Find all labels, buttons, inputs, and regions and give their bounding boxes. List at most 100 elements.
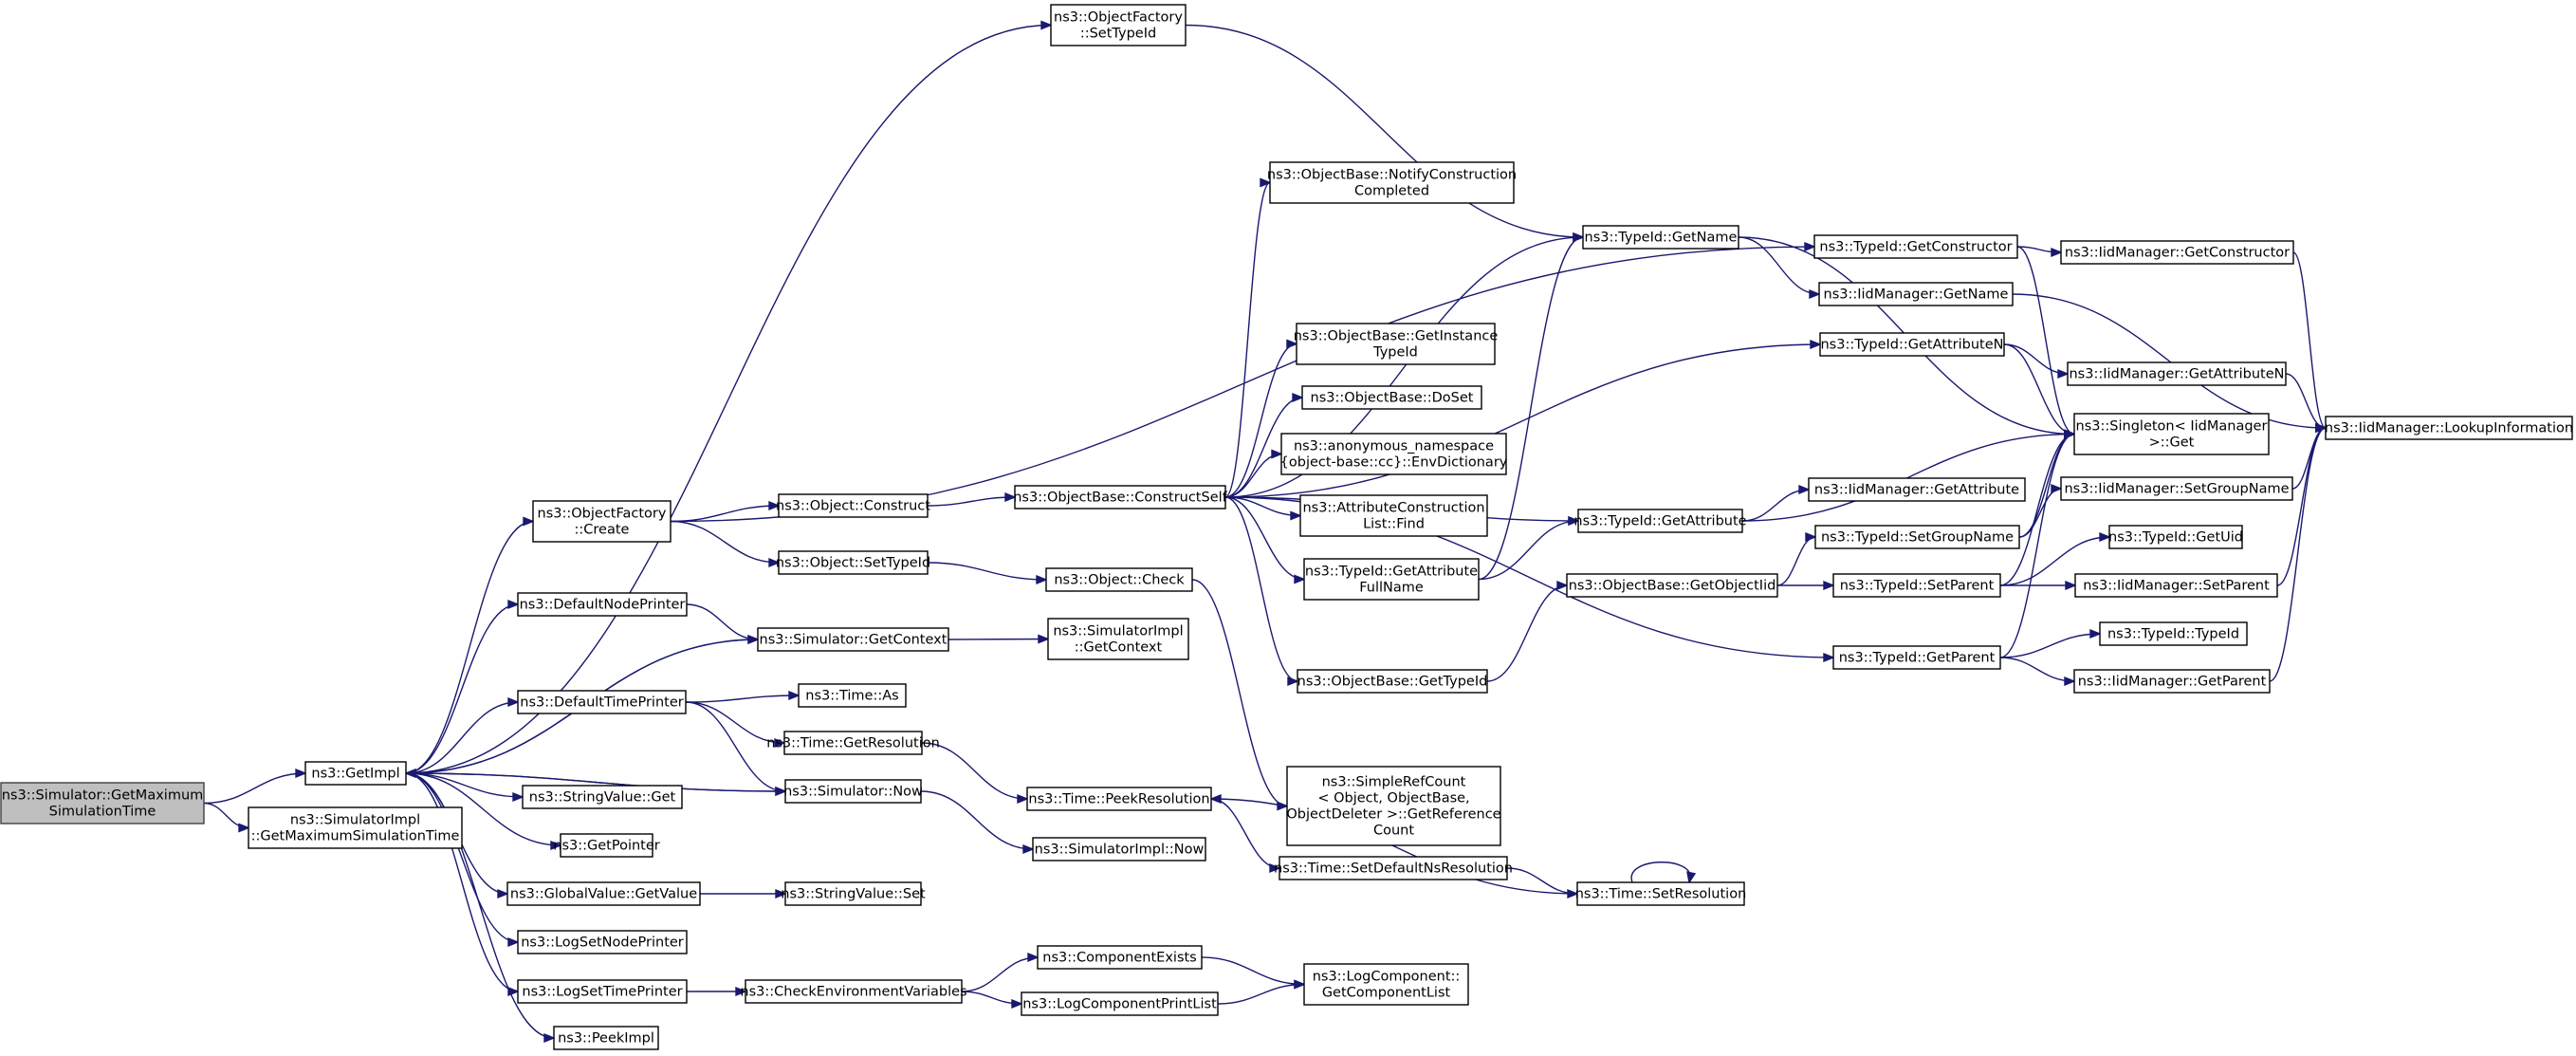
node-deftimeprinter[interactable]: ns3::DefaultTimePrinter: [517, 690, 687, 714]
node-label: ns3::SimulatorImpl: [1053, 624, 1183, 639]
edge-arrowhead: [1823, 652, 1835, 663]
node-box: [1045, 567, 1193, 592]
node-objbase-getobjectiid[interactable]: ns3::ObjectBase::GetObjectIid: [1566, 573, 1778, 598]
node-objbase-doset[interactable]: ns3::ObjectBase::DoSet: [1301, 385, 1482, 410]
node-box: [522, 785, 683, 809]
node-iidm-setgroupname[interactable]: ns3::IidManager::SetGroupName: [2060, 476, 2293, 501]
node-logcomp-getcomplist[interactable]: ns3::LogComponent::GetComponentList: [1303, 963, 1469, 1006]
node-typeid-getattribute[interactable]: ns3::TypeId::GetAttribute: [1573, 509, 1747, 533]
edge-arrowhead: [1573, 232, 1585, 243]
node-logsetnodeprinter[interactable]: ns3::LogSetNodePrinter: [517, 930, 688, 954]
edge-time-setresolution-to-time-peekresolution: [1209, 793, 1578, 895]
node-time-peekresolution[interactable]: ns3::Time::PeekResolution: [1026, 787, 1212, 811]
node-typeid-getattributen[interactable]: ns3::TypeId::GetAttributeN: [1819, 332, 2005, 357]
node-peekimpl[interactable]: ns3::PeekImpl: [553, 1026, 659, 1050]
node-iidm-setparent[interactable]: ns3::IidManager::SetParent: [2074, 573, 2278, 598]
edge-arrowhead: [2315, 422, 2328, 434]
node-typeid-typeid[interactable]: ns3::TypeId::TypeId: [2099, 621, 2248, 646]
node-sim-getcontext[interactable]: ns3::Simulator::GetContext: [757, 627, 949, 652]
edge-line: [405, 772, 561, 846]
node-label: ns3::AttributeConstruction: [1302, 501, 1484, 516]
edge-iidm-getattributen-to-iidm-lookupinfo: [2285, 373, 2328, 434]
node-stringvalue-get[interactable]: ns3::StringValue::Get: [522, 785, 683, 809]
edge-arrowhead: [1292, 392, 1304, 403]
edge-getimpl-to-stringvalue-get: [405, 772, 524, 803]
node-box: [1021, 991, 1219, 1016]
node-label: ns3::TypeId::GetConstructor: [1819, 240, 2012, 255]
edge-line: [405, 24, 1052, 774]
node-object-check[interactable]: ns3::Object::Check: [1045, 567, 1193, 592]
edge-typeid-setparent-to-singleton-get: [1999, 429, 2076, 586]
node-objbase-gettypeid[interactable]: ns3::ObjectBase::GetTypeId: [1297, 669, 1488, 694]
node-label: ns3::Time::As: [805, 689, 898, 704]
node-logcomponentprintlist[interactable]: ns3::LogComponentPrintList: [1021, 991, 1219, 1016]
node-globalvalue-getvalue[interactable]: ns3::GlobalValue::GetValue: [506, 881, 701, 906]
edge-componentexists-to-logcomp-getcomplist: [1201, 956, 1306, 990]
node-iidm-getattribute[interactable]: ns3::IidManager::GetAttribute: [1808, 477, 2026, 502]
node-iidm-getparent[interactable]: ns3::IidManager::GetParent: [2073, 669, 2271, 694]
node-stringvalue-set[interactable]: ns3::StringValue::Set: [781, 881, 926, 906]
node-time-setdefaultns[interactable]: ns3::Time::SetDefaultNsResolution: [1274, 856, 1513, 880]
node-iidm-lookupinfo[interactable]: ns3::IidManager::LookupInformation: [2325, 416, 2573, 440]
edge-objbase-constructself-to-objbase-gettypeid: [1224, 496, 1299, 687]
node-time-getresolution[interactable]: ns3::Time::GetResolution: [766, 731, 940, 755]
edge-sim-now-to-getimpl: [404, 768, 786, 792]
node-time-setresolution[interactable]: ns3::Time::SetResolution: [1575, 881, 1747, 906]
node-typeid-getname[interactable]: ns3::TypeId::GetName: [1582, 225, 1739, 250]
edge-arrowhead: [1810, 339, 1822, 350]
node-label: ns3::IidManager::LookupInformation: [2325, 421, 2573, 436]
node-typeid-setgroupname[interactable]: ns3::TypeId::SetGroupName: [1814, 525, 2020, 549]
node-logsettimeprinter[interactable]: ns3::LogSetTimePrinter: [517, 979, 688, 1004]
edge-checkenv-to-componentexists: [961, 952, 1040, 992]
node-simplerefcount[interactable]: ns3::SimpleRefCount< Object, ObjectBase,…: [1286, 766, 1501, 846]
node-objbase-constructself[interactable]: ns3::ObjectBase::ConstructSelf: [1013, 485, 1228, 509]
edge-line: [1185, 24, 1584, 238]
node-iidm-getattributen[interactable]: ns3::IidManager::GetAttributeN: [2067, 361, 2287, 386]
edge-line: [405, 772, 555, 1039]
node-root[interactable]: ns3::Simulator::GetMaximumSimulationTime: [0, 782, 205, 824]
node-object-construct[interactable]: ns3::Object::Construct: [776, 493, 930, 518]
edge-typeid-getconstructor-to-iidm-getconstructor: [2016, 246, 2063, 258]
node-box: [1037, 945, 1203, 970]
node-objfac-settypeid[interactable]: ns3::ObjectFactory::SetTypeId: [1050, 4, 1187, 46]
node-simimpl-getcontext[interactable]: ns3::SimulatorImpl::GetContext: [1047, 618, 1189, 660]
node-simimpl-getmax[interactable]: ns3::SimulatorImpl::GetMaximumSimulation…: [248, 806, 463, 849]
node-simimpl-now[interactable]: ns3::SimulatorImpl::Now: [1032, 837, 1206, 861]
node-objbase-notify[interactable]: ns3::ObjectBase::NotifyConstructionCompl…: [1267, 161, 1517, 204]
node-checkenv[interactable]: ns3::CheckEnvironmentVariables: [740, 979, 967, 1004]
node-iidm-getconstructor[interactable]: ns3::IidManager::GetConstructor: [2060, 240, 2294, 265]
edge-getimpl-to-peekimpl: [405, 772, 556, 1044]
node-anon-envdict[interactable]: ns3::anonymous_namespace{object-base::cc…: [1280, 433, 1508, 475]
edge-objfac-create-to-object-settypeid: [670, 520, 781, 568]
node-typeid-getuid[interactable]: ns3::TypeId::GetUid: [2108, 525, 2243, 549]
edge-objbase-gettypeid-to-objbase-getobjectiid: [1486, 580, 1569, 682]
node-getpointer[interactable]: ns3::GetPointer: [553, 833, 660, 858]
node-sim-now[interactable]: ns3::Simulator::Now: [783, 779, 923, 804]
node-object-settypeid[interactable]: ns3::Object::SetTypeId: [776, 550, 930, 575]
node-objfac-create[interactable]: ns3::ObjectFactory::Create: [532, 500, 672, 543]
node-label: ns3::LogSetNodePrinter: [521, 936, 684, 951]
edge-line: [1224, 343, 1821, 498]
node-componentexists[interactable]: ns3::ComponentExists: [1037, 945, 1203, 970]
node-singleton-get[interactable]: ns3::Singleton< IidManager>::Get: [2073, 413, 2270, 455]
edge-iidm-getparent-to-iidm-lookupinfo: [2269, 422, 2328, 682]
node-box: [2325, 416, 2573, 440]
node-getimpl[interactable]: ns3::GetImpl: [304, 761, 407, 786]
node-typeid-setparent[interactable]: ns3::TypeId::SetParent: [1832, 573, 2001, 598]
edge-arrowhead: [543, 1032, 556, 1044]
edge-objbase-constructself-to-anon-envdict: [1224, 449, 1283, 498]
node-time-as[interactable]: ns3::Time::As: [798, 683, 907, 708]
node-iidm-getname[interactable]: ns3::IidManager::GetName: [1818, 282, 2014, 306]
node-defnodeprinter[interactable]: ns3::DefaultNodePrinter: [517, 592, 688, 617]
node-label: ns3::TypeId::TypeId: [2107, 627, 2239, 642]
node-label: ::Create: [575, 523, 630, 538]
node-label: ns3::TypeId::GetAttribute: [1573, 514, 1746, 529]
node-typeid-getconstructor[interactable]: ns3::TypeId::GetConstructor: [1813, 234, 2018, 259]
edge-logsettimeprinter-to-checkenv: [687, 986, 747, 997]
edge-line: [2012, 293, 2327, 429]
node-label: ns3::LogSetTimePrinter: [522, 985, 682, 1000]
node-typeid-getparent[interactable]: ns3::TypeId::GetParent: [1832, 645, 2001, 670]
